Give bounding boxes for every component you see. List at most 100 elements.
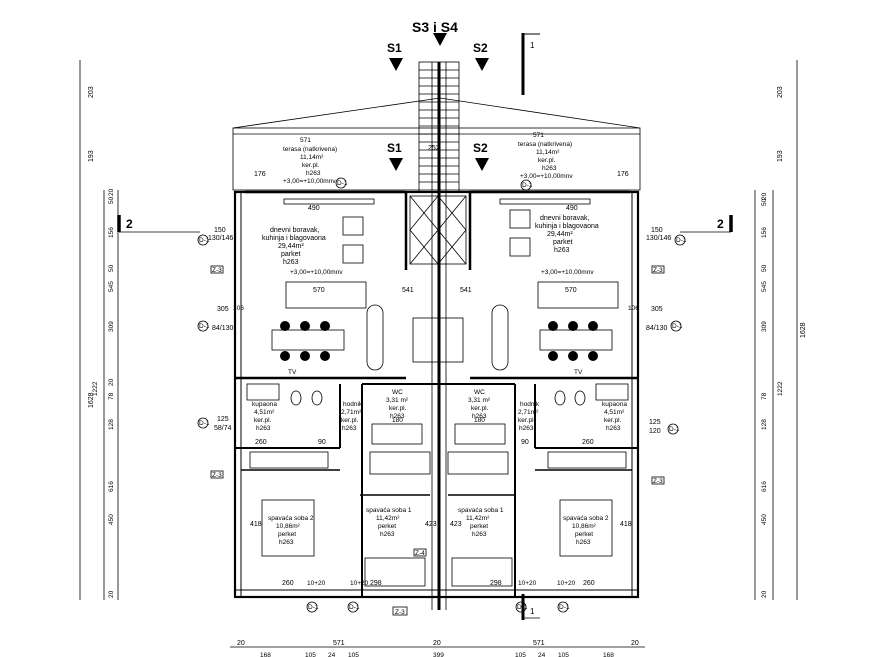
armchair-icon xyxy=(509,209,531,229)
svg-text:h263: h263 xyxy=(342,425,357,432)
svg-text:3,31 m²: 3,31 m² xyxy=(386,397,409,404)
svg-text:176: 176 xyxy=(617,171,629,178)
svg-text:616: 616 xyxy=(108,481,115,492)
svg-text:h263: h263 xyxy=(472,531,487,538)
section-label-1-bottom: 1 xyxy=(530,607,535,616)
section-label-s1-inner: S1 xyxy=(387,141,402,155)
svg-text:50: 50 xyxy=(108,264,115,272)
svg-text:423: 423 xyxy=(450,521,462,528)
svg-text:423: 423 xyxy=(425,521,437,528)
section-label-1-top: 1 xyxy=(530,41,535,50)
svg-text:20: 20 xyxy=(237,640,245,647)
svg-text:h263: h263 xyxy=(606,425,621,432)
svg-text:1628: 1628 xyxy=(800,322,807,338)
svg-text:150: 150 xyxy=(214,227,226,234)
svg-text:20: 20 xyxy=(433,640,441,647)
dimension-chain-bottom: 20 571 20 571 20 168 105 24 105 399 105 … xyxy=(230,640,645,657)
svg-text:perket: perket xyxy=(470,523,488,530)
svg-text:kupaona: kupaona xyxy=(252,401,277,408)
svg-text:10,86m²: 10,86m² xyxy=(276,523,301,530)
wardrobe xyxy=(369,451,431,475)
svg-text:perket: perket xyxy=(575,531,593,538)
svg-text:spavaća soba 1: spavaća soba 1 xyxy=(366,507,412,514)
svg-text:D-1: D-1 xyxy=(337,180,348,187)
room-living-left: dnevni boravak, kuhinja i blagovaona 29,… xyxy=(262,227,343,276)
svg-text:490: 490 xyxy=(566,205,578,212)
svg-text:24: 24 xyxy=(328,652,336,657)
svg-text:203: 203 xyxy=(777,86,784,98)
svg-text:130/146: 130/146 xyxy=(646,235,671,242)
svg-text:168: 168 xyxy=(260,652,271,657)
svg-text:545: 545 xyxy=(108,281,115,292)
svg-text:105: 105 xyxy=(558,652,569,657)
svg-text:450: 450 xyxy=(761,514,768,525)
svg-text:106: 106 xyxy=(233,305,244,312)
svg-text:570: 570 xyxy=(313,287,325,294)
room-bedroom-1-left: spavaća soba 1 11,42m² perket h263 xyxy=(366,507,412,538)
svg-text:105: 105 xyxy=(305,652,316,657)
svg-text:260: 260 xyxy=(582,439,594,446)
level-label: +3,00=+10,00mnv xyxy=(290,269,343,276)
section-arrow-icon xyxy=(475,58,489,71)
svg-text:spavaća soba 1: spavaća soba 1 xyxy=(458,507,504,514)
svg-text:ker.pl.: ker.pl. xyxy=(538,157,556,164)
armchair-icon xyxy=(342,216,364,236)
staircase xyxy=(418,61,460,610)
svg-text:105: 105 xyxy=(348,652,359,657)
svg-text:130/146: 130/146 xyxy=(208,235,233,242)
section-label-s2: S2 xyxy=(473,41,488,55)
svg-text:78: 78 xyxy=(108,392,115,400)
bathtub-icon xyxy=(246,383,280,401)
wardrobe xyxy=(371,423,423,445)
svg-text:h263: h263 xyxy=(306,170,321,177)
room-hallway-left: hodnik 2,71m² ker.pl. h263 xyxy=(341,401,363,432)
terrace-right: 571 terasa (natkrivena) 11,14m² ker.pl. … xyxy=(518,132,573,180)
svg-text:20: 20 xyxy=(108,590,115,598)
kitchen-counter xyxy=(537,281,619,309)
svg-text:298: 298 xyxy=(490,580,502,587)
svg-text:ker.pl.: ker.pl. xyxy=(471,405,489,412)
bed-icon xyxy=(451,557,513,587)
sink-icon xyxy=(554,390,566,406)
svg-text:D-1: D-1 xyxy=(669,426,680,433)
svg-text:20: 20 xyxy=(631,640,639,647)
svg-text:10+20: 10+20 xyxy=(557,580,576,587)
svg-text:128: 128 xyxy=(108,419,115,430)
svg-text:20: 20 xyxy=(108,378,115,386)
svg-text:571: 571 xyxy=(533,640,545,647)
svg-text:kuhinja i blagovaona: kuhinja i blagovaona xyxy=(535,223,599,230)
svg-text:305: 305 xyxy=(217,306,229,313)
svg-text:kupaona: kupaona xyxy=(602,401,627,408)
svg-text:spavaća soba 2: spavaća soba 2 xyxy=(268,515,314,522)
svg-text:Z-3: Z-3 xyxy=(212,267,222,274)
svg-text:490: 490 xyxy=(308,205,320,212)
svg-text:20: 20 xyxy=(761,590,768,598)
svg-text:1222: 1222 xyxy=(777,381,784,396)
toilet-icon xyxy=(290,390,302,406)
svg-text:parket: parket xyxy=(281,251,301,258)
svg-text:h263: h263 xyxy=(256,425,271,432)
section-arrow-icon xyxy=(389,58,403,71)
svg-text:20: 20 xyxy=(108,188,115,196)
svg-text:50: 50 xyxy=(761,198,768,206)
bed-icon xyxy=(364,557,426,587)
room-bedroom-2-right: spavaća soba 2 10,86m² perket h263 xyxy=(563,515,609,546)
svg-text:399: 399 xyxy=(433,652,444,657)
svg-text:D-1: D-1 xyxy=(199,237,210,244)
svg-text:4,51m²: 4,51m² xyxy=(604,409,625,416)
svg-text:176: 176 xyxy=(254,171,266,178)
svg-text:29,44m²: 29,44m² xyxy=(547,231,573,238)
svg-text:106: 106 xyxy=(628,305,639,312)
svg-text:D-1: D-1 xyxy=(199,323,210,330)
svg-text:418: 418 xyxy=(250,521,262,528)
svg-text:h263: h263 xyxy=(576,539,591,546)
svg-text:78: 78 xyxy=(761,392,768,400)
svg-text:hodnik: hodnik xyxy=(520,401,540,408)
svg-text:Z-3: Z-3 xyxy=(653,478,663,485)
svg-text:10+20: 10+20 xyxy=(350,580,369,587)
svg-text:kuhinja i blagovaona: kuhinja i blagovaona xyxy=(262,235,326,242)
svg-text:D-1: D-1 xyxy=(676,237,687,244)
svg-text:156: 156 xyxy=(761,227,768,238)
svg-text:168: 168 xyxy=(603,652,614,657)
dimension-chain-right: 20 50 156 50 545 309 1222 78 128 616 450… xyxy=(754,60,807,600)
